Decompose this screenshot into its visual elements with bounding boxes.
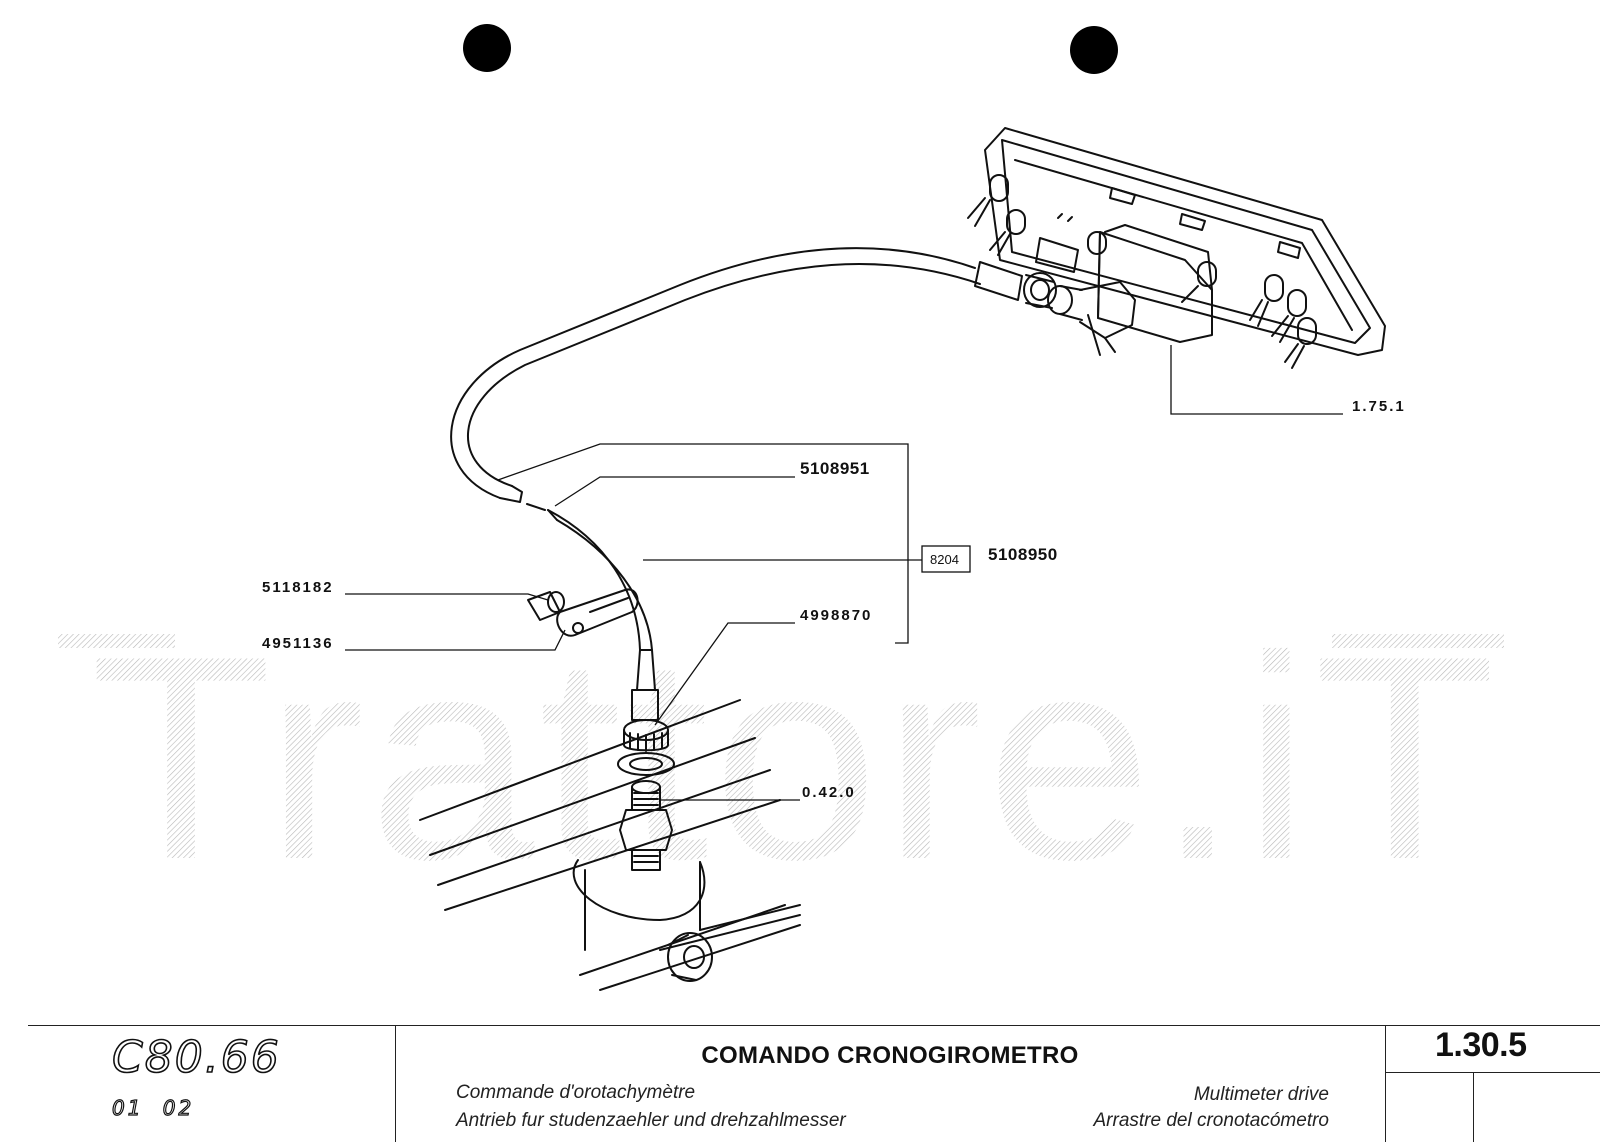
label-cable-assembly: 5108950 (988, 545, 1058, 564)
label-ring-nut: 4998870 (800, 607, 872, 624)
model-code: C80.66 (111, 1031, 281, 1084)
parts-diagram: Trattore.iT (58, 24, 1504, 991)
label-clamp: 4951136 (262, 635, 334, 652)
gearbox-housing (419, 699, 801, 991)
cable-box-frame (921, 545, 971, 573)
inner-cable (547, 509, 653, 651)
label-drive-gear: 0.42.0 (802, 784, 856, 801)
watermark-bar-right (1332, 634, 1504, 648)
leader-clamp (345, 629, 566, 651)
title-block-code-rule (1385, 1072, 1600, 1073)
cable-connector (974, 261, 1057, 309)
cable-sheath-fitting (623, 649, 669, 752)
title-block-divider-left (395, 1025, 396, 1142)
title-block: C80.66 01 02 COMANDO CRONOGIROMETRO Comm… (0, 1020, 1600, 1142)
title-block-divider-right (1385, 1025, 1386, 1142)
leader-inner-cable (554, 476, 795, 507)
bracket-cable-assembly (497, 443, 909, 644)
subtitle-en: Multimeter drive (1193, 1084, 1329, 1105)
punch-hole-right (1070, 26, 1118, 74)
label-inner-cable: 5108951 (800, 459, 870, 478)
subtitle-de: Antrieb fur studenzaehler und drehzahlme… (456, 1110, 846, 1131)
drive-gear-fitting (619, 780, 673, 871)
leader-bushing (345, 593, 549, 601)
sealing-washer (617, 752, 675, 776)
instrument-panel (967, 127, 1386, 369)
subtitle-es: Arrastre del cronotacómetro (1093, 1110, 1330, 1131)
model-sub: 01 02 (111, 1095, 195, 1120)
support-bushing (667, 932, 713, 982)
label-bushing: 5118182 (262, 579, 334, 596)
label-instrument-panel: 1.75.1 (1352, 398, 1406, 415)
speedometer-cable (450, 247, 981, 511)
title-block-divider-small (1473, 1072, 1474, 1142)
leader-instrument-panel (1170, 345, 1343, 415)
drawing-title: COMANDO CRONOGIROMETRO (701, 1042, 1079, 1069)
clamp-part (556, 588, 639, 637)
page-code: 1.30.5 (1435, 1026, 1527, 1064)
label-cable-box-code: 8204 (930, 552, 959, 567)
punch-hole-left (463, 24, 511, 72)
title-block-top-rule (28, 1025, 1600, 1026)
watermark-bar-left (58, 634, 175, 648)
watermark: Trattore.iT (90, 596, 1500, 920)
leader-ring-nut (654, 622, 795, 726)
subtitle-fr: Commande d'orotachymètre (456, 1082, 696, 1103)
